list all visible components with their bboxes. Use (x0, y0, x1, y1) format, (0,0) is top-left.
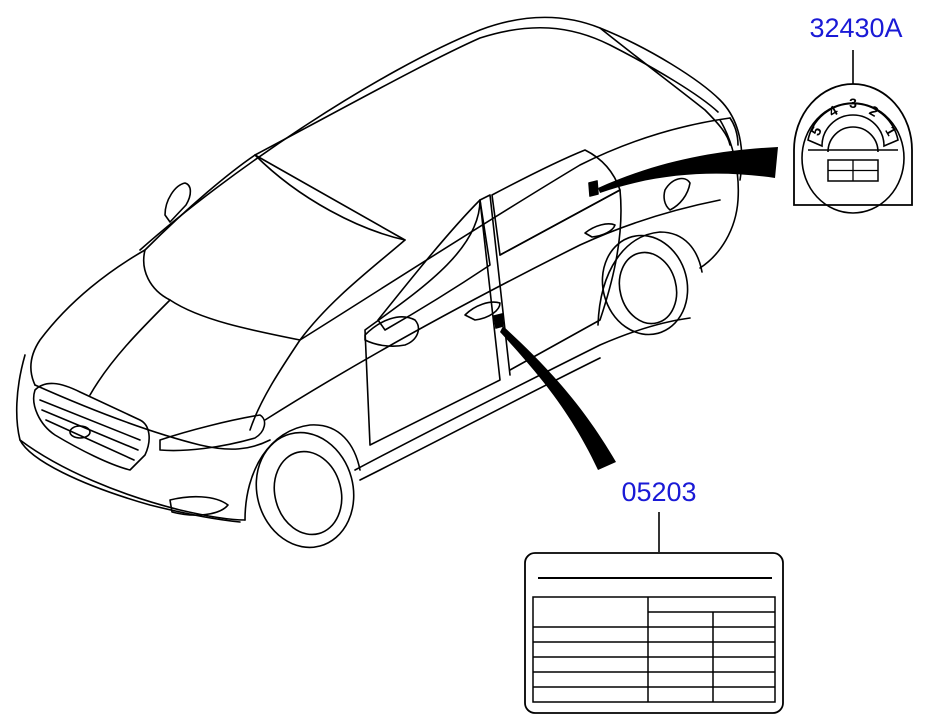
rear-wheel-tire (601, 234, 689, 336)
info-label-table (532, 596, 776, 703)
sedan-illustration (15, 16, 743, 549)
grille-bar-3 (45, 419, 135, 461)
front-grille (33, 382, 150, 471)
dial-scale-band (807, 102, 899, 148)
windshield-top-edge (254, 154, 406, 241)
front-door (364, 199, 501, 446)
front-wheel-rim (273, 450, 343, 536)
rear-door-handle (584, 223, 616, 238)
fuel-door-label-marker (588, 180, 599, 197)
hood-outline (30, 249, 146, 386)
rear-door (499, 189, 622, 371)
tire-pressure-dial-label-icon: 5 4 3 2 1 (793, 83, 913, 214)
rear-wheel-arch (597, 231, 703, 326)
belt-line (299, 117, 731, 341)
front-side-window (377, 199, 491, 331)
grille-bar-1 (39, 399, 141, 441)
roof-panel (254, 26, 719, 156)
rocker-panel-lower (359, 357, 601, 481)
roof-outline (139, 16, 743, 251)
b-pillar-label-marker (493, 313, 504, 329)
dial-inner-arc (827, 126, 879, 153)
part-number-32430A: 32430A (809, 13, 902, 43)
front-wheel-tire (255, 431, 355, 549)
rocker-panel (354, 317, 691, 471)
callout-05203: 05203 (524, 477, 784, 714)
headlight (159, 414, 266, 452)
info-label-outline (524, 552, 784, 714)
fog-light (169, 495, 229, 516)
front-wheel-arch (244, 424, 361, 521)
rear-wheel-rim (618, 251, 678, 325)
rear-quarter-outline (699, 119, 740, 269)
fuel-door (663, 177, 691, 211)
right-mirror (364, 316, 420, 347)
rear-side-window (491, 149, 621, 256)
callout-32430A: 32430A 5 4 3 2 1 (793, 13, 913, 214)
hood-front-edge (34, 384, 271, 450)
hood-crease (249, 339, 301, 431)
trunk-edge (729, 117, 739, 146)
b-pillar (479, 194, 511, 376)
leader-to-05203 (500, 326, 616, 470)
front-bumper-lower (19, 439, 246, 521)
side-character-line (264, 199, 721, 421)
front-door-handle (464, 301, 501, 321)
part-number-05203: 05203 (621, 477, 696, 507)
hyundai-logo-icon (69, 425, 91, 439)
left-mirror (164, 182, 192, 223)
windshield (143, 154, 406, 341)
hood-center-line (89, 299, 171, 396)
rear-window-edge (599, 27, 731, 146)
dial-number-3: 3 (849, 95, 857, 111)
leader-to-32430A (598, 147, 778, 193)
vehicle-information-table-label-icon (524, 552, 784, 714)
